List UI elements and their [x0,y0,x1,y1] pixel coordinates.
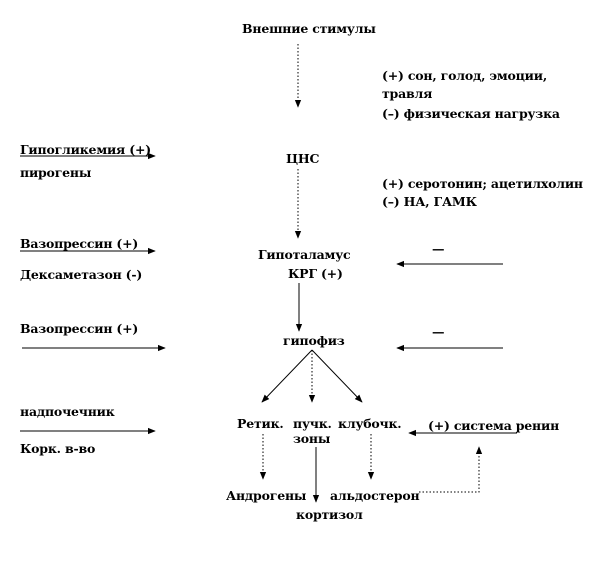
pituitary-inhibit-dash: — [432,324,445,339]
renin-system-label: (+) система ренин [428,418,560,433]
zone-fasc-label: пучк. [293,416,332,431]
zones-label: зоны [293,431,331,446]
cortex-label: Корк. в-во [20,441,96,456]
arrow-pituitary-to-retic [261,349,313,403]
pyrogens-label: пирогены [20,165,92,180]
vasopressin-hypothalamus-label: Вазопрессин (+) [20,236,139,251]
hypoglycemia-label: Гипогликемия (+) [20,142,151,157]
stimuli-positive-note: (+) сон, голод, эмоции, [382,68,547,83]
androgens-label: Андрогены [226,488,307,503]
cns-negative-note: (–) НА, ГАМК [382,194,477,209]
stimuli-positive-note-cont: травля [382,86,433,101]
cortisol-label: кортизол [296,507,363,522]
cns-label: ЦНС [286,151,320,166]
adrenal-label: надпочечник [20,404,115,419]
dexamethasone-label: Дексаметазон (-) [20,267,143,282]
arrow-pituitary-to-glom [311,349,363,403]
krg-label: КРГ (+) [288,266,343,281]
hypothalamus-inhibit-dash: — [432,241,445,256]
external-stimuli-label: Внешние стимулы [242,21,376,36]
stimuli-negative-note: (–) физическая нагрузка [382,106,560,121]
hypothalamus-label: Гипоталамус [258,247,351,262]
aldosterone-label: альдостерон [330,488,420,503]
pituitary-label: гипофиз [283,333,345,348]
vasopressin-pituitary-label: Вазопрессин (+) [20,321,139,336]
cns-positive-note: (+) серотонин; ацетилхолин [382,176,583,191]
zone-glom-label: клубочк. [338,416,402,431]
zone-retic-label: Ретик. [237,416,284,431]
arrow-aldosterone-to-renin [419,446,483,493]
